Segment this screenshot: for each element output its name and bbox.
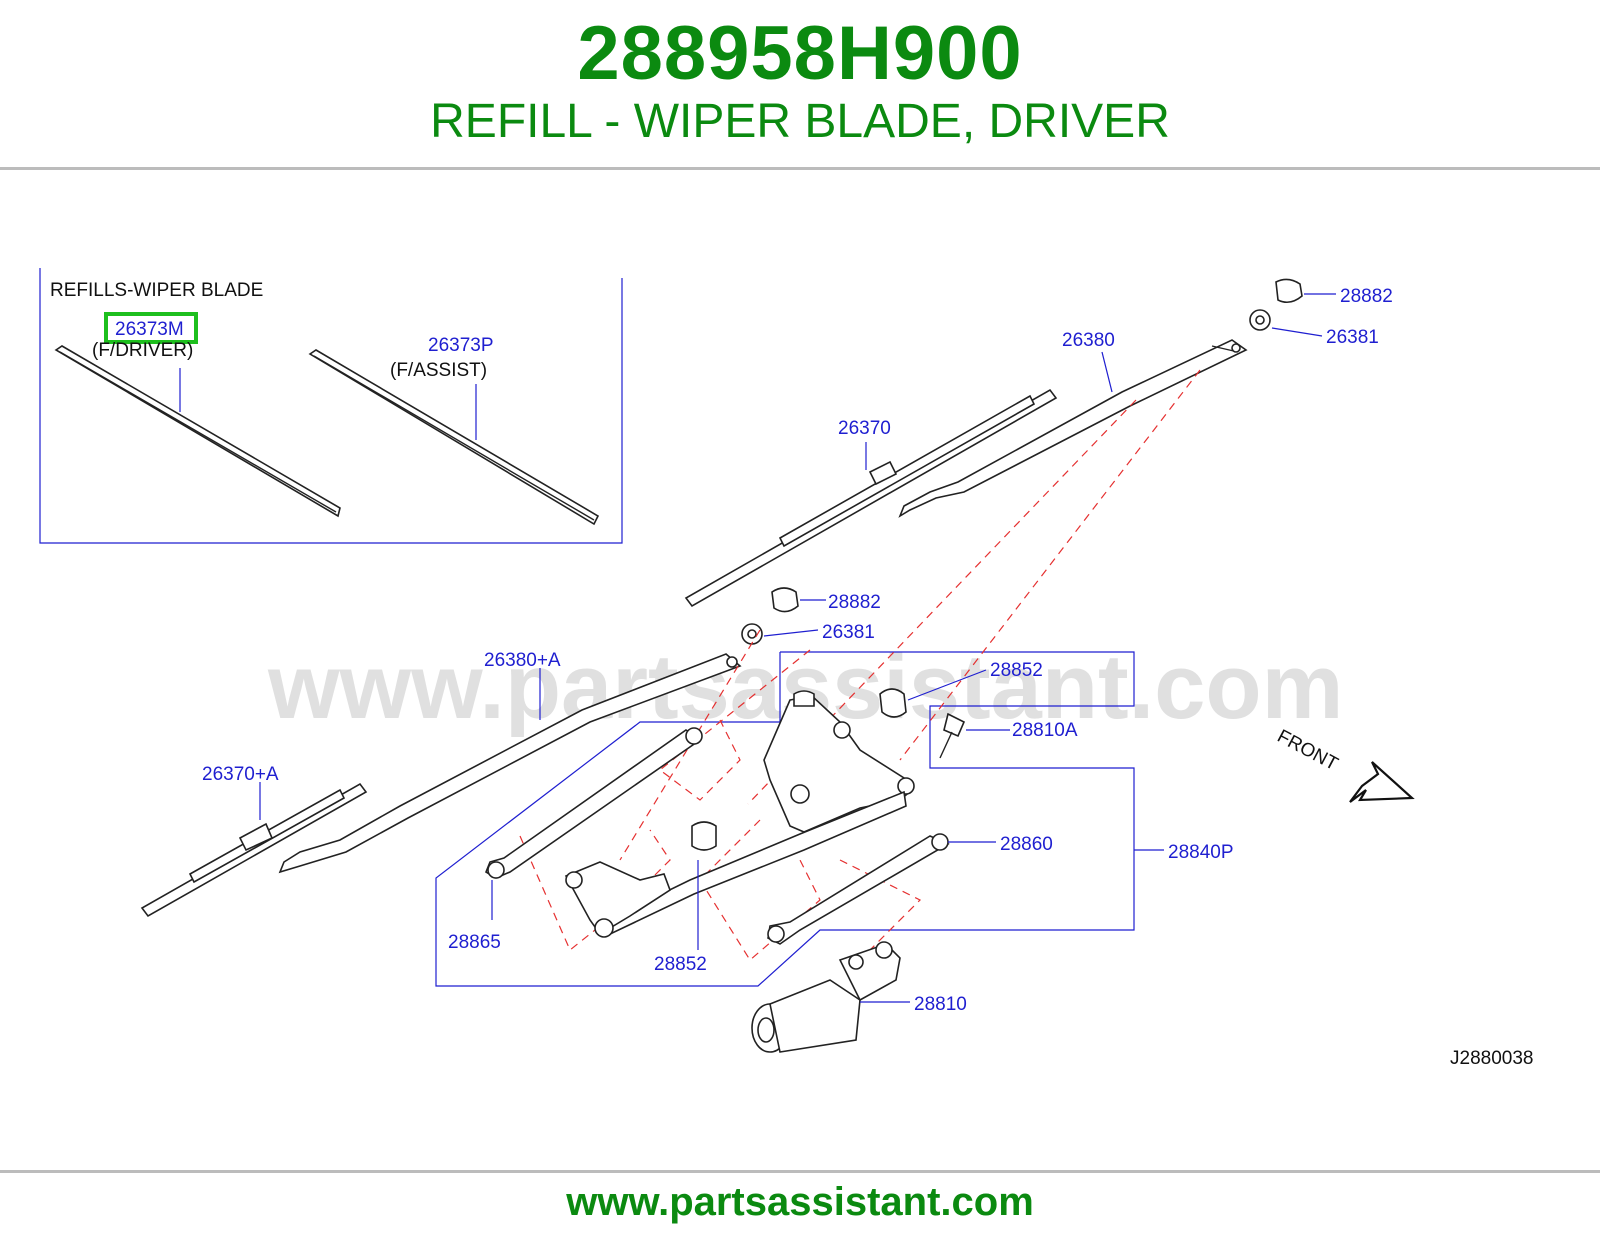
part-number-title: 288958H900 [577,11,1023,96]
rod-28860 [767,833,996,945]
nut-26381-top [1249,309,1323,337]
label-26380[interactable]: 26380 [1062,330,1115,351]
label-28882-top[interactable]: 28882 [1340,286,1393,307]
refills-inset: REFILLS-WIPER BLADE 26373M (F/DRIVER) 26… [39,268,623,544]
label-28810a[interactable]: 28810A [1012,720,1078,741]
label-26381-top[interactable]: 26381 [1326,327,1379,348]
label-26370[interactable]: 26370 [838,418,891,439]
cap-28882-top [1275,278,1336,304]
inset-title: REFILLS-WIPER BLADE [50,280,263,301]
label-26380a[interactable]: 26380+A [484,650,561,671]
label-28882-mid[interactable]: 28882 [828,592,881,613]
part-description: REFILL - WIPER BLADE, DRIVER [430,95,1170,148]
label-28852-top[interactable]: 28852 [990,660,1043,681]
linkage-main-rod [564,790,907,950]
bolt-28810a [939,712,1010,759]
footer-url[interactable]: www.partsassistant.com [566,1180,1034,1224]
front-arrow-icon [1349,761,1415,803]
blade-26370a [140,782,368,918]
assist-note: (F/ASSIST) [390,360,487,381]
refill-assist-strip [308,349,600,526]
header: 288958H900 REFILL - WIPER BLADE, DRIVER [0,0,1600,170]
rod-28865 [485,727,703,920]
arm-26380 [898,339,1248,518]
arm-26380a [278,653,742,874]
label-26381-mid[interactable]: 26381 [822,622,875,643]
linkage-box [435,651,1164,987]
label-26373p[interactable]: 26373P [428,335,494,356]
label-28865[interactable]: 28865 [448,932,501,953]
label-28810[interactable]: 28810 [914,994,967,1015]
refill-driver-strip [54,345,341,518]
label-26370a[interactable]: 26370+A [202,764,279,785]
driver-note: (F/DRIVER) [92,340,193,361]
diagram-code: J2880038 [1450,1048,1533,1069]
header-divider [0,167,1600,170]
motor-28810 [751,941,910,1053]
nut-26381-mid [741,623,819,645]
blade-26370 [684,388,1058,608]
label-28852-bottom[interactable]: 28852 [654,954,707,975]
label-28840p[interactable]: 28840P [1168,842,1234,863]
label-28860[interactable]: 28860 [1000,834,1053,855]
highlight-box [104,312,198,344]
label-26373m[interactable]: 26373M [115,319,184,340]
pivot-bracket [763,690,915,833]
grommet-28852-top [879,669,987,718]
footer-divider [0,1170,1600,1173]
cap-28882-mid [771,587,826,613]
